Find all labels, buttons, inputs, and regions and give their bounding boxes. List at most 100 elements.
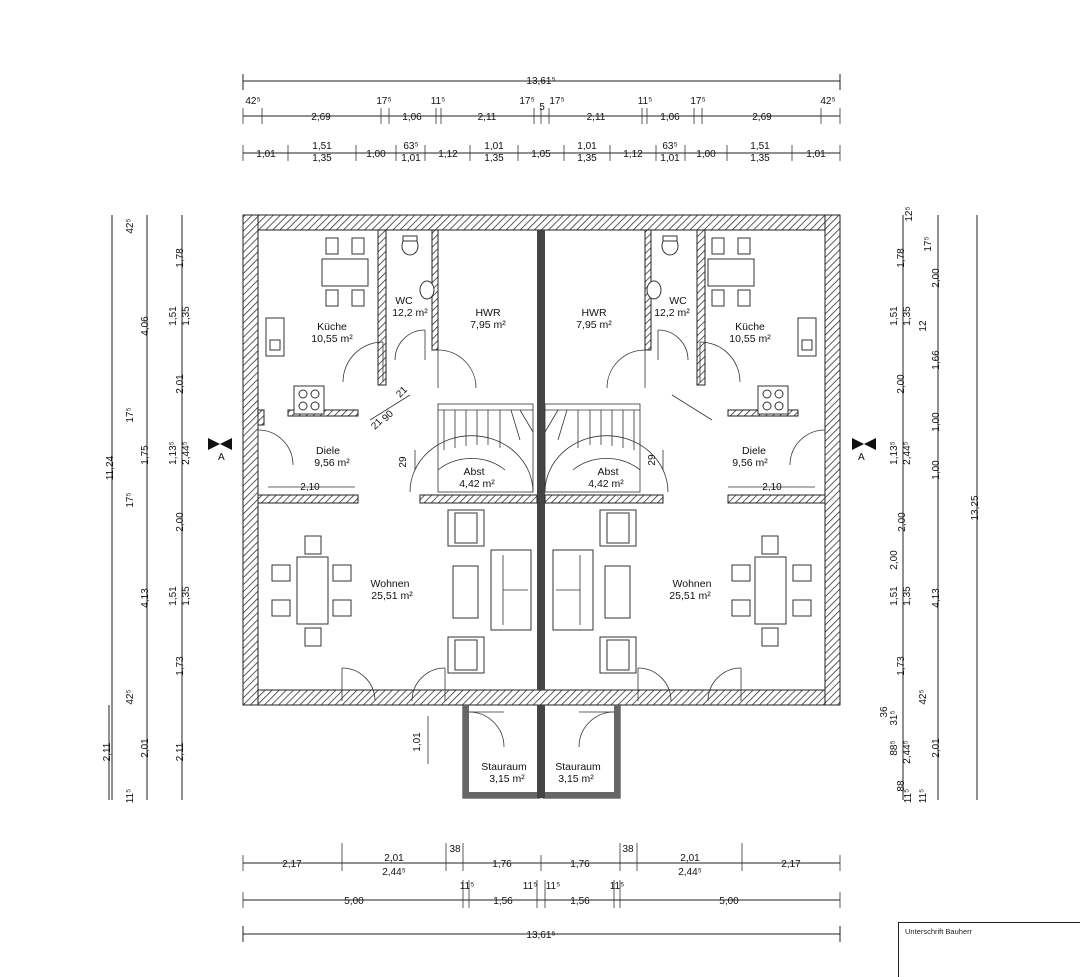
dim-left-c3-8: 1,35: [181, 586, 192, 606]
signature-label: Unterschrift Bauherr: [905, 927, 973, 936]
dim-bot-r1-7: 2,01: [680, 853, 700, 864]
dim-left-c2-1: 4,06: [140, 316, 151, 336]
dim-top-r3-9: 1,05: [531, 149, 551, 160]
dim-bot-r1-9: 2,17: [781, 859, 801, 870]
room-stauraum-right-name: Stauraum: [555, 761, 601, 773]
dim-right-total: 13,25: [970, 495, 981, 520]
dim-bot-r1-5: 1,76: [570, 859, 590, 870]
dim-top-r3-7: 1,01: [484, 141, 504, 152]
dim-left-c2-8: 11⁵: [125, 789, 136, 804]
entry-mark-left: A: [218, 452, 225, 463]
walls: [242, 214, 841, 799]
dim-bot-r1-6: 38: [622, 844, 634, 855]
dim-right-c3-11: 2,44⁵: [902, 740, 913, 764]
dim-right-c2-0: 2,00: [931, 268, 942, 288]
room-stauraum-right-area: 3,15 m²: [558, 773, 594, 785]
dim-left-c2-5: 4,13: [140, 588, 151, 608]
dim-right-c2-9: 11⁵: [918, 789, 929, 804]
dim-top-r3-4: 63⁵: [403, 141, 418, 152]
dim-top-r2-8: 17⁵: [549, 96, 564, 107]
dim-right-c3-10: 88⁵: [889, 740, 900, 755]
dim-top-r2-12: 17⁵: [690, 96, 705, 107]
dim-left-c3-4: 1,13⁵: [168, 441, 179, 465]
dim-right-c2-6: 4,13: [931, 588, 942, 608]
dim-bot-r2-2: 1,56: [493, 896, 513, 907]
dim-left-c3-2: 1,35: [181, 306, 192, 326]
dim-right-c2-4: 1,00: [931, 460, 942, 480]
dim-bot-r2-4: 11⁵: [546, 881, 561, 892]
dim-top-r2-13: 2,69: [752, 112, 772, 123]
dim-top-r3-17: 1,35: [750, 153, 770, 164]
dim-left-c2-2: 17⁵: [125, 407, 136, 422]
dim-left-c2-6: 42⁵: [125, 689, 136, 704]
dim-top-r3-15: 1,00: [696, 149, 716, 160]
room-abst-left-name: Abst: [463, 466, 484, 478]
dim-left-c3-5: 2,44⁵: [181, 441, 192, 465]
dim-right-c3-9: 1,73: [896, 656, 907, 676]
dim-top-r2-3: 1,06: [402, 112, 422, 123]
dim-bot-r2-5: 1,56: [570, 896, 590, 907]
stairs: [409, 403, 669, 493]
dim-left-c3-7: 1,51: [168, 586, 179, 606]
dim-right-c3-6: 2,00: [889, 550, 900, 570]
dim-top-r3-14: 1,01: [660, 153, 680, 164]
dim-stair-rise-right: 29: [647, 454, 658, 466]
dim-bot-r2-3: 11⁵: [523, 881, 538, 892]
dim-bot-r2-6: 11⁵: [610, 881, 625, 892]
dim-top-r2-11: 1,06: [660, 112, 680, 123]
dim-bot-r2-7: 5,00: [719, 896, 739, 907]
dim-right-c2-7: 42⁵: [918, 689, 929, 704]
dim-top-r3-2: 1,35: [312, 153, 332, 164]
dim-left-c2-4: 17⁵: [125, 492, 136, 507]
dim-bot-r1-0: 2,17: [282, 859, 302, 870]
dim-right-small-2: 31⁵: [889, 710, 900, 725]
dim-bottom-total: 13,61⁵: [526, 930, 555, 941]
dim-top-r3-10: 1,01: [577, 141, 597, 152]
dim-top-r2-7: 5: [539, 102, 545, 113]
room-wc-left-name: WC: [395, 295, 413, 307]
dim-top-r2-6: 17⁵: [519, 96, 534, 107]
dim-stair-rise-left: 29: [398, 456, 409, 468]
dim-bot-r2-1: 11⁵: [460, 881, 475, 892]
dim-right-small-3: 36: [879, 706, 890, 718]
dim-top-r3-0: 1,01: [256, 149, 276, 160]
dim-right-c3-1: 1,51: [889, 306, 900, 326]
room-wohnen-left-name: Wohnen: [371, 578, 410, 590]
dim-right-c3-7: 1,51: [889, 586, 900, 606]
room-hwr-left-area: 7,95 m²: [470, 319, 506, 331]
dim-right-c3-4: 1,13⁵: [889, 441, 900, 465]
room-wc-right-area: 12,2 m²: [654, 307, 690, 319]
dim-right-c2-3: 1,00: [931, 412, 942, 432]
room-abst-left-area: 4,42 m²: [459, 478, 495, 490]
dim-bot-r2-0: 5,00: [344, 896, 364, 907]
dim-top-r2-14: 42⁵: [820, 96, 835, 107]
dim-right-c2-1: 12: [918, 320, 929, 332]
dim-left-total: 11,24: [105, 455, 116, 480]
dim-right-c3-8: 1,35: [902, 586, 913, 606]
dim-top-r2-9: 2,11: [587, 112, 606, 123]
bottom-dimensions: 2,17 2,01 2,44⁵ 38 1,76 1,76 38 2,01 2,4…: [242, 843, 841, 942]
entry-markers: A A: [208, 438, 876, 463]
top-dimensions: 13,61⁵ 42⁵ 2,69 17⁵ 1,06 11⁵ 2,11 17⁵ 5 …: [242, 74, 841, 164]
furniture: [265, 235, 817, 674]
dim-right-small-0: 12⁵: [904, 206, 915, 221]
room-hwr-right-name: HWR: [581, 307, 606, 319]
dim-top-r3-16: 1,51: [750, 141, 770, 152]
dim-right-c3-2: 1,35: [902, 306, 913, 326]
dim-left-c3-10: 2,11: [175, 742, 186, 761]
room-wohnen-right-name: Wohnen: [673, 578, 712, 590]
right-dimensions: 13,25 2,00 12 1,66 1,00 1,00 2,00 4,13 4…: [879, 206, 981, 803]
room-hwr-right-area: 7,95 m²: [576, 319, 612, 331]
room-kueche-right-name: Küche: [735, 321, 765, 333]
dim-top-r3-18: 1,01: [806, 149, 826, 160]
room-diele-right-name: Diele: [742, 445, 766, 457]
room-stauraum-left-name: Stauraum: [481, 761, 527, 773]
dim-bot-r1-4: 1,76: [492, 859, 512, 870]
dim-left-outer: 2,11: [102, 742, 113, 761]
dim-bot-r1-2: 2,44⁵: [382, 867, 406, 878]
room-diele-right-area: 9,56 m²: [732, 457, 768, 469]
room-wc-right-name: WC: [669, 295, 687, 307]
dim-bot-r1-8: 2,44⁵: [678, 867, 702, 878]
dim-diele-width-left: 2,10: [300, 482, 320, 493]
